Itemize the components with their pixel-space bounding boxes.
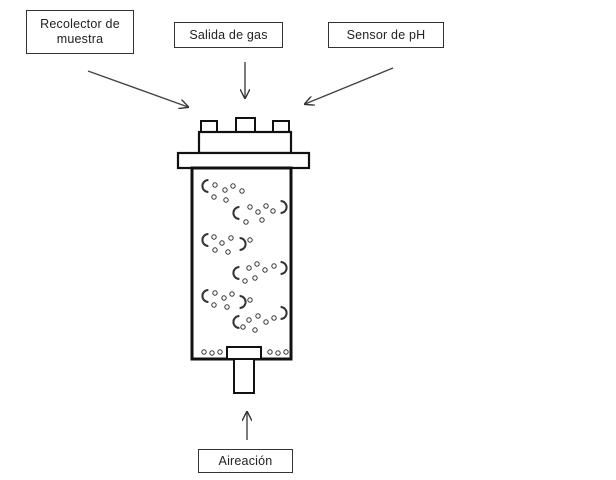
cell-mark [232, 266, 240, 280]
bubble-mark [271, 263, 277, 269]
bubble-mark [262, 267, 268, 273]
bubble-mark [229, 291, 235, 297]
bubble-mark [225, 249, 231, 255]
sample-collector-text: Recolector de muestra [40, 17, 120, 46]
bubble-mark [212, 247, 218, 253]
bubble-mark [219, 240, 225, 246]
bubble-mark [211, 302, 217, 308]
bubble-mark [267, 349, 273, 355]
bubble-mark [259, 217, 265, 223]
bubble-mark [221, 295, 227, 301]
bubble-mark [247, 237, 253, 243]
bubble-mark [212, 290, 218, 296]
aeration-label: Aireación [198, 449, 293, 473]
aeration-text: Aireación [218, 453, 273, 468]
ph-sensor-text: Sensor de pH [346, 27, 426, 42]
bubble-mark [246, 317, 252, 323]
cell-mark [201, 179, 209, 193]
bubble-mark [243, 219, 249, 225]
bubble-mark [283, 349, 289, 355]
bubble-mark [255, 313, 261, 319]
bubble-mark [255, 209, 261, 215]
reactor-vessel [190, 166, 293, 361]
bubble-mark [247, 297, 253, 303]
cell-mark [232, 315, 240, 329]
gas-outlet-text: Salida de gas [189, 27, 268, 42]
bubble-mark [270, 208, 276, 214]
bubble-mark [254, 261, 260, 267]
gas-outlet-label: Salida de gas [174, 22, 283, 48]
bubble-mark [275, 350, 281, 356]
bubble-mark [209, 350, 215, 356]
cell-mark [201, 233, 209, 247]
bubbles-and-cells [201, 179, 289, 356]
bubble-mark [242, 278, 248, 284]
bubble-mark [263, 319, 269, 325]
cell-mark [232, 206, 240, 220]
sample-collector-label: Recolector de muestra [26, 10, 134, 54]
bubble-mark [211, 194, 217, 200]
bubble-mark [222, 187, 228, 193]
cell-mark [239, 295, 247, 309]
ph-sensor-arrow [305, 67, 394, 104]
ph-sensor-label: Sensor de pH [328, 22, 444, 48]
cell-mark [280, 306, 288, 320]
cell-mark [280, 200, 288, 214]
bubble-mark [223, 197, 229, 203]
bubble-mark [252, 327, 258, 333]
bubble-mark [212, 182, 218, 188]
bubble-mark [230, 183, 236, 189]
bubble-mark [239, 188, 245, 194]
bubble-mark [211, 234, 217, 240]
bubble-mark [252, 275, 258, 281]
bubble-mark [271, 315, 277, 321]
air-inlet-plate [226, 346, 262, 360]
bubble-mark [224, 304, 230, 310]
bubble-mark [263, 203, 269, 209]
cell-mark [280, 261, 288, 275]
bubble-mark [217, 349, 223, 355]
reactor-flange [176, 151, 311, 170]
sample-collector-arrow [87, 70, 188, 107]
center-port [235, 117, 256, 134]
bubble-mark [201, 349, 207, 355]
bubble-mark [246, 265, 252, 271]
cell-mark [201, 289, 209, 303]
cell-mark [239, 237, 247, 251]
bubble-mark [240, 324, 246, 330]
reactor-head [197, 130, 293, 155]
bubble-mark [228, 235, 234, 241]
air-inlet-pipe [233, 358, 255, 394]
bubble-mark [247, 204, 253, 210]
